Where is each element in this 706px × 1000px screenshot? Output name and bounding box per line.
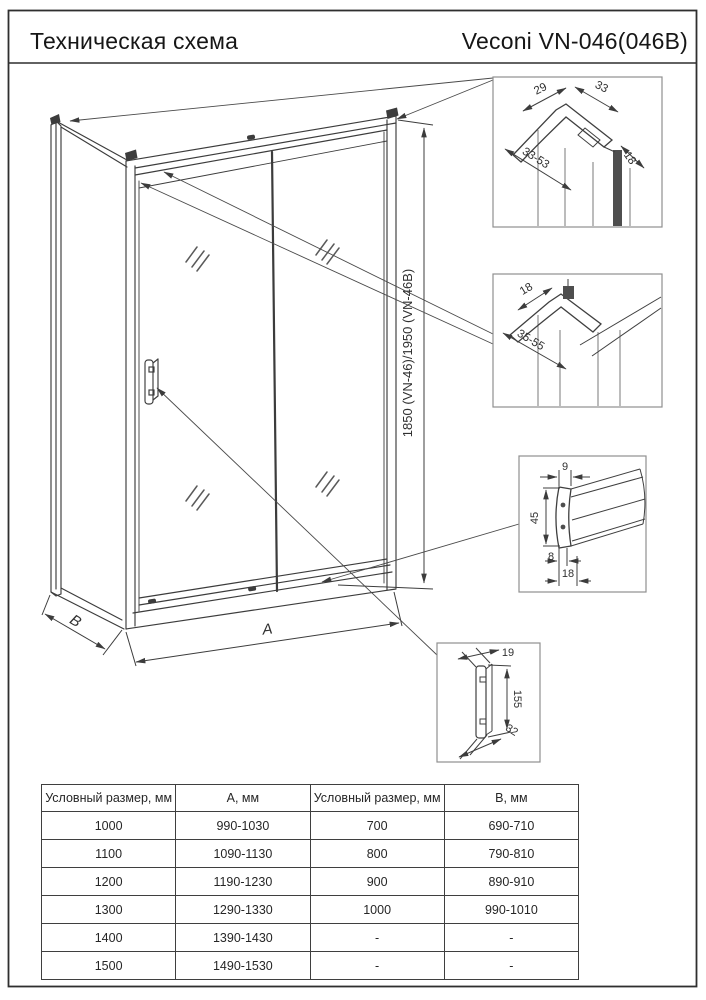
table-cell: 1000 [40, 811, 177, 840]
table-cell: - [443, 923, 580, 952]
glass-hatch-marks [185, 239, 340, 511]
glass-panel-divider [270, 150, 279, 593]
table-cell: 890-910 [443, 867, 580, 896]
table-row: 1500 1490-1530 - - [40, 951, 580, 980]
table-row: 1000 990-1030 700 690-710 [40, 811, 580, 840]
table-cell: 1090-1130 [175, 839, 311, 868]
table-cell: 1500 [40, 951, 177, 980]
size-table: Условный размер, мм А, мм Условный разме… [40, 784, 580, 980]
page-title: Техническая схема [30, 28, 239, 54]
table-cell: 700 [309, 811, 445, 840]
table-cell: 990-1030 [175, 811, 311, 840]
dim-label-8: 8 [548, 551, 554, 563]
table-row: 1100 1090-1130 800 790-810 [40, 839, 580, 868]
table-cell: 1190-1230 [175, 867, 311, 896]
wall-bracket-icon [125, 149, 138, 161]
column-header: А, мм [175, 784, 311, 812]
detail-box-top-rail: 18 35-55 [492, 273, 663, 408]
table-cell: 1290-1330 [175, 895, 311, 924]
table-cell: 1490-1530 [175, 951, 311, 980]
door-handle [144, 358, 159, 405]
table-cell: - [443, 951, 580, 980]
table-header-row: Условный размер, мм А, мм Условный разме… [40, 784, 580, 812]
column-header: Условный размер, мм [40, 784, 177, 812]
dim-label-19: 19 [502, 647, 514, 659]
dim-label-18-rail: 18 [518, 281, 535, 298]
dim-label-29: 29 [532, 81, 549, 98]
table-cell: 690-710 [443, 811, 580, 840]
table-cell: 900 [309, 867, 445, 896]
side-panel [50, 114, 128, 630]
table-cell: 1200 [40, 867, 177, 896]
table-cell: 800 [309, 839, 445, 868]
table-cell: - [309, 951, 445, 980]
main-drawing [50, 107, 399, 630]
column-header: Условный размер, мм [309, 784, 445, 812]
dim-label-155: 155 [511, 690, 523, 708]
dimension-height [337, 119, 434, 590]
table-cell: 1100 [40, 839, 177, 868]
table-cell: 1390-1430 [175, 923, 311, 952]
detail-box-wall-profile: 29 33 33-53 18 [492, 76, 663, 228]
dim-label-18-guide: 18 [562, 568, 574, 580]
table-row: 1300 1290-1330 1000 990-1010 [40, 895, 580, 924]
door-frame [125, 107, 399, 630]
table-row: 1400 1390-1430 - - [40, 923, 580, 952]
table-cell: 1300 [40, 895, 177, 924]
leader-lines [69, 77, 520, 656]
table-cell: - [309, 923, 445, 952]
roller-icon [148, 134, 257, 604]
detail-box-bottom-guide: 9 45 8 18 [518, 455, 647, 593]
dimension-depth-b [41, 594, 123, 656]
table-cell: 990-1010 [443, 895, 580, 924]
table-cell: 790-810 [443, 839, 580, 868]
dim-label-45: 45 [529, 512, 541, 524]
page-border [7, 9, 698, 988]
model-title: Veconi VN-046(046B) [461, 28, 688, 54]
table-cell: 1000 [309, 895, 445, 924]
table-row: 1200 1190-1230 900 890-910 [40, 867, 580, 896]
detail-box-handle: 19 155 32 [436, 642, 541, 763]
table-cell: 1400 [40, 923, 177, 952]
width-dimension-label: A [260, 620, 273, 638]
height-dimension-label: 1850 (VN-46)/1950 (VN-46B) [400, 269, 415, 437]
dim-label-9: 9 [562, 461, 568, 473]
column-header: В, мм [443, 784, 580, 812]
dim-label-33: 33 [593, 79, 610, 96]
dim-label-32: 32 [503, 722, 520, 739]
